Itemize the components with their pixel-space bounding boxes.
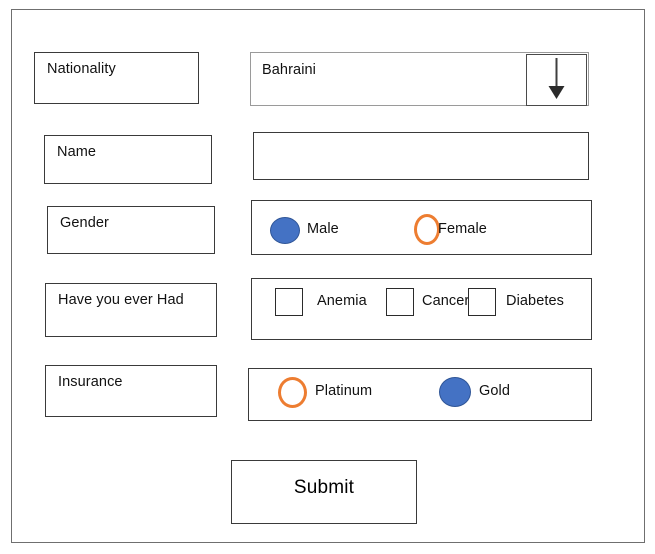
label-name: Name — [44, 135, 212, 184]
form-frame: Nationality Bahraini Name Gender Male Fe… — [11, 9, 645, 543]
label-insurance: Insurance — [45, 365, 217, 417]
radio-insurance-gold-label: Gold — [479, 383, 511, 399]
nationality-value: Bahraini — [262, 62, 316, 78]
radio-gender-female-label: Female — [438, 221, 487, 237]
checkbox-cancer-label: Cancer — [422, 293, 470, 309]
checkbox-diabetes-label: Diabetes — [506, 293, 565, 309]
checkbox-anemia-label: Anemia — [317, 293, 367, 309]
chevron-down-icon[interactable] — [526, 54, 587, 106]
submit-button[interactable]: Submit — [231, 460, 417, 524]
name-value — [254, 133, 588, 142]
label-nationality: Nationality — [34, 52, 199, 104]
checkbox-diabetes[interactable] — [468, 288, 496, 316]
insurance-options-group: Platinum Gold — [248, 368, 592, 421]
radio-insurance-platinum[interactable] — [278, 377, 307, 408]
radio-insurance-platinum-label: Platinum — [315, 383, 373, 399]
label-have-you-ever-had: Have you ever Had — [45, 283, 217, 337]
radio-gender-male[interactable] — [270, 217, 300, 244]
checkbox-cancer[interactable] — [386, 288, 414, 316]
radio-insurance-gold[interactable] — [439, 377, 471, 407]
radio-gender-female[interactable] — [414, 214, 440, 245]
gender-options-group: Male Female — [251, 200, 592, 255]
name-input[interactable] — [253, 132, 589, 180]
conditions-options-group: Anemia Cancer Diabetes — [251, 278, 592, 340]
label-gender: Gender — [47, 206, 215, 254]
checkbox-anemia[interactable] — [275, 288, 303, 316]
radio-gender-male-label: Male — [307, 221, 339, 237]
